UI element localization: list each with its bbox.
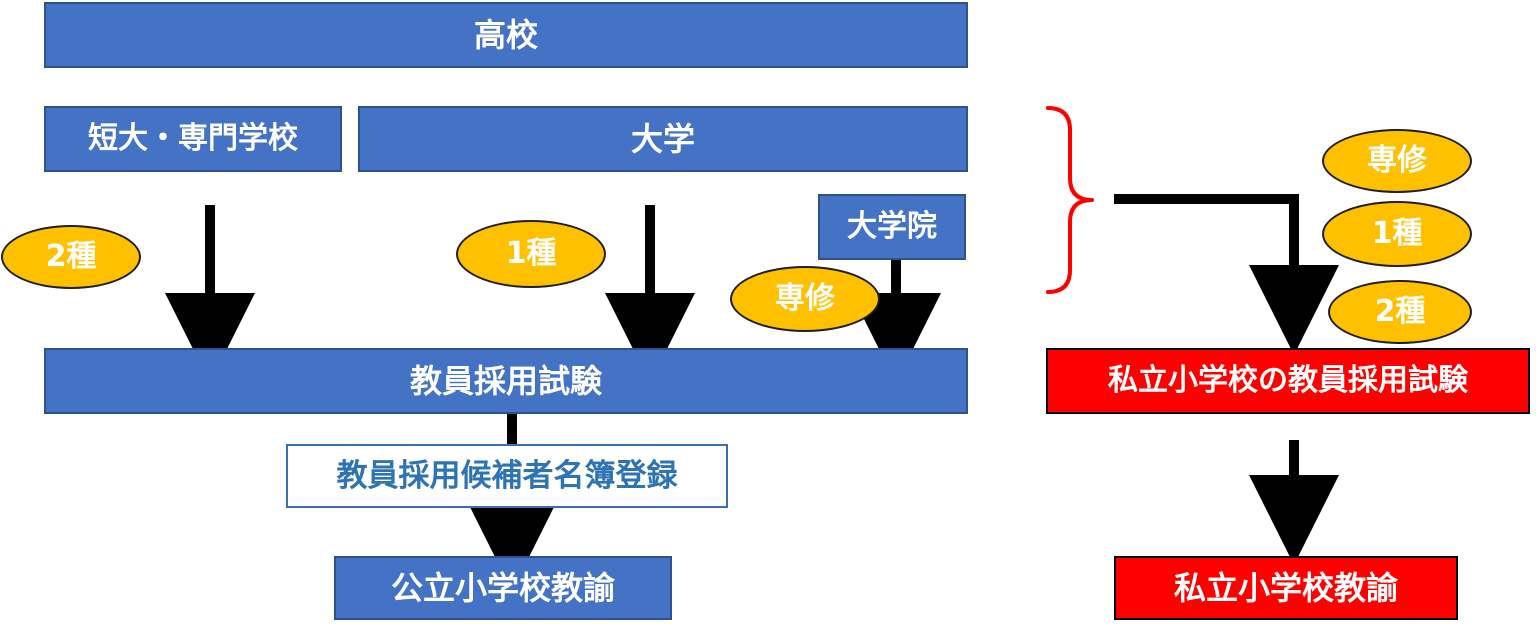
specialist-badge-graduate: 専修 (730, 266, 880, 332)
type-1-badge-right-label: 1種 (1371, 216, 1423, 251)
specialist-badge-right-label: 専修 (1367, 143, 1427, 178)
type-2-badge-right: 2種 (1328, 280, 1472, 344)
private-exam-label: 私立小学校の教員採用試験 (1108, 363, 1468, 398)
university-box: 大学 (358, 106, 968, 172)
private-teacher-box: 私立小学校教諭 (1114, 556, 1458, 620)
arrow-elbow-to-private-exam (1114, 194, 1339, 355)
type-1-badge-right: 1種 (1322, 201, 1472, 267)
type-1-badge-middle-label: 1種 (505, 236, 557, 271)
candidate-registry-box: 教員採用候補者名簿登録 (286, 444, 728, 508)
private-teacher-label: 私立小学校教諭 (1173, 569, 1398, 607)
specialist-badge-right: 専修 (1322, 129, 1472, 193)
type-2-badge-right-label: 2種 (1374, 294, 1426, 329)
high-school-box: 高校 (44, 2, 968, 68)
junior-college-label: 短大・専門学校 (88, 121, 298, 156)
type-1-badge-middle: 1種 (456, 220, 606, 288)
public-teacher-box: 公立小学校教諭 (334, 556, 672, 620)
teacher-exam-box: 教員採用試験 (44, 348, 968, 414)
graduate-school-box: 大学院 (818, 194, 966, 260)
high-school-label: 高校 (473, 16, 538, 54)
graduate-school-label: 大学院 (847, 209, 937, 244)
specialist-badge-graduate-label: 専修 (775, 281, 835, 316)
red-bracket-icon (1046, 106, 1094, 294)
university-label: 大学 (630, 120, 695, 158)
candidate-registry-label: 教員採用候補者名簿登録 (336, 457, 678, 494)
private-exam-box: 私立小学校の教員採用試験 (1046, 348, 1530, 414)
teacher-exam-label: 教員採用試験 (409, 362, 602, 400)
junior-college-box: 短大・専門学校 (44, 106, 342, 172)
type-2-badge-left-label: 2種 (45, 239, 97, 274)
public-teacher-label: 公立小学校教諭 (390, 569, 615, 607)
type-2-badge-left: 2種 (1, 225, 141, 289)
